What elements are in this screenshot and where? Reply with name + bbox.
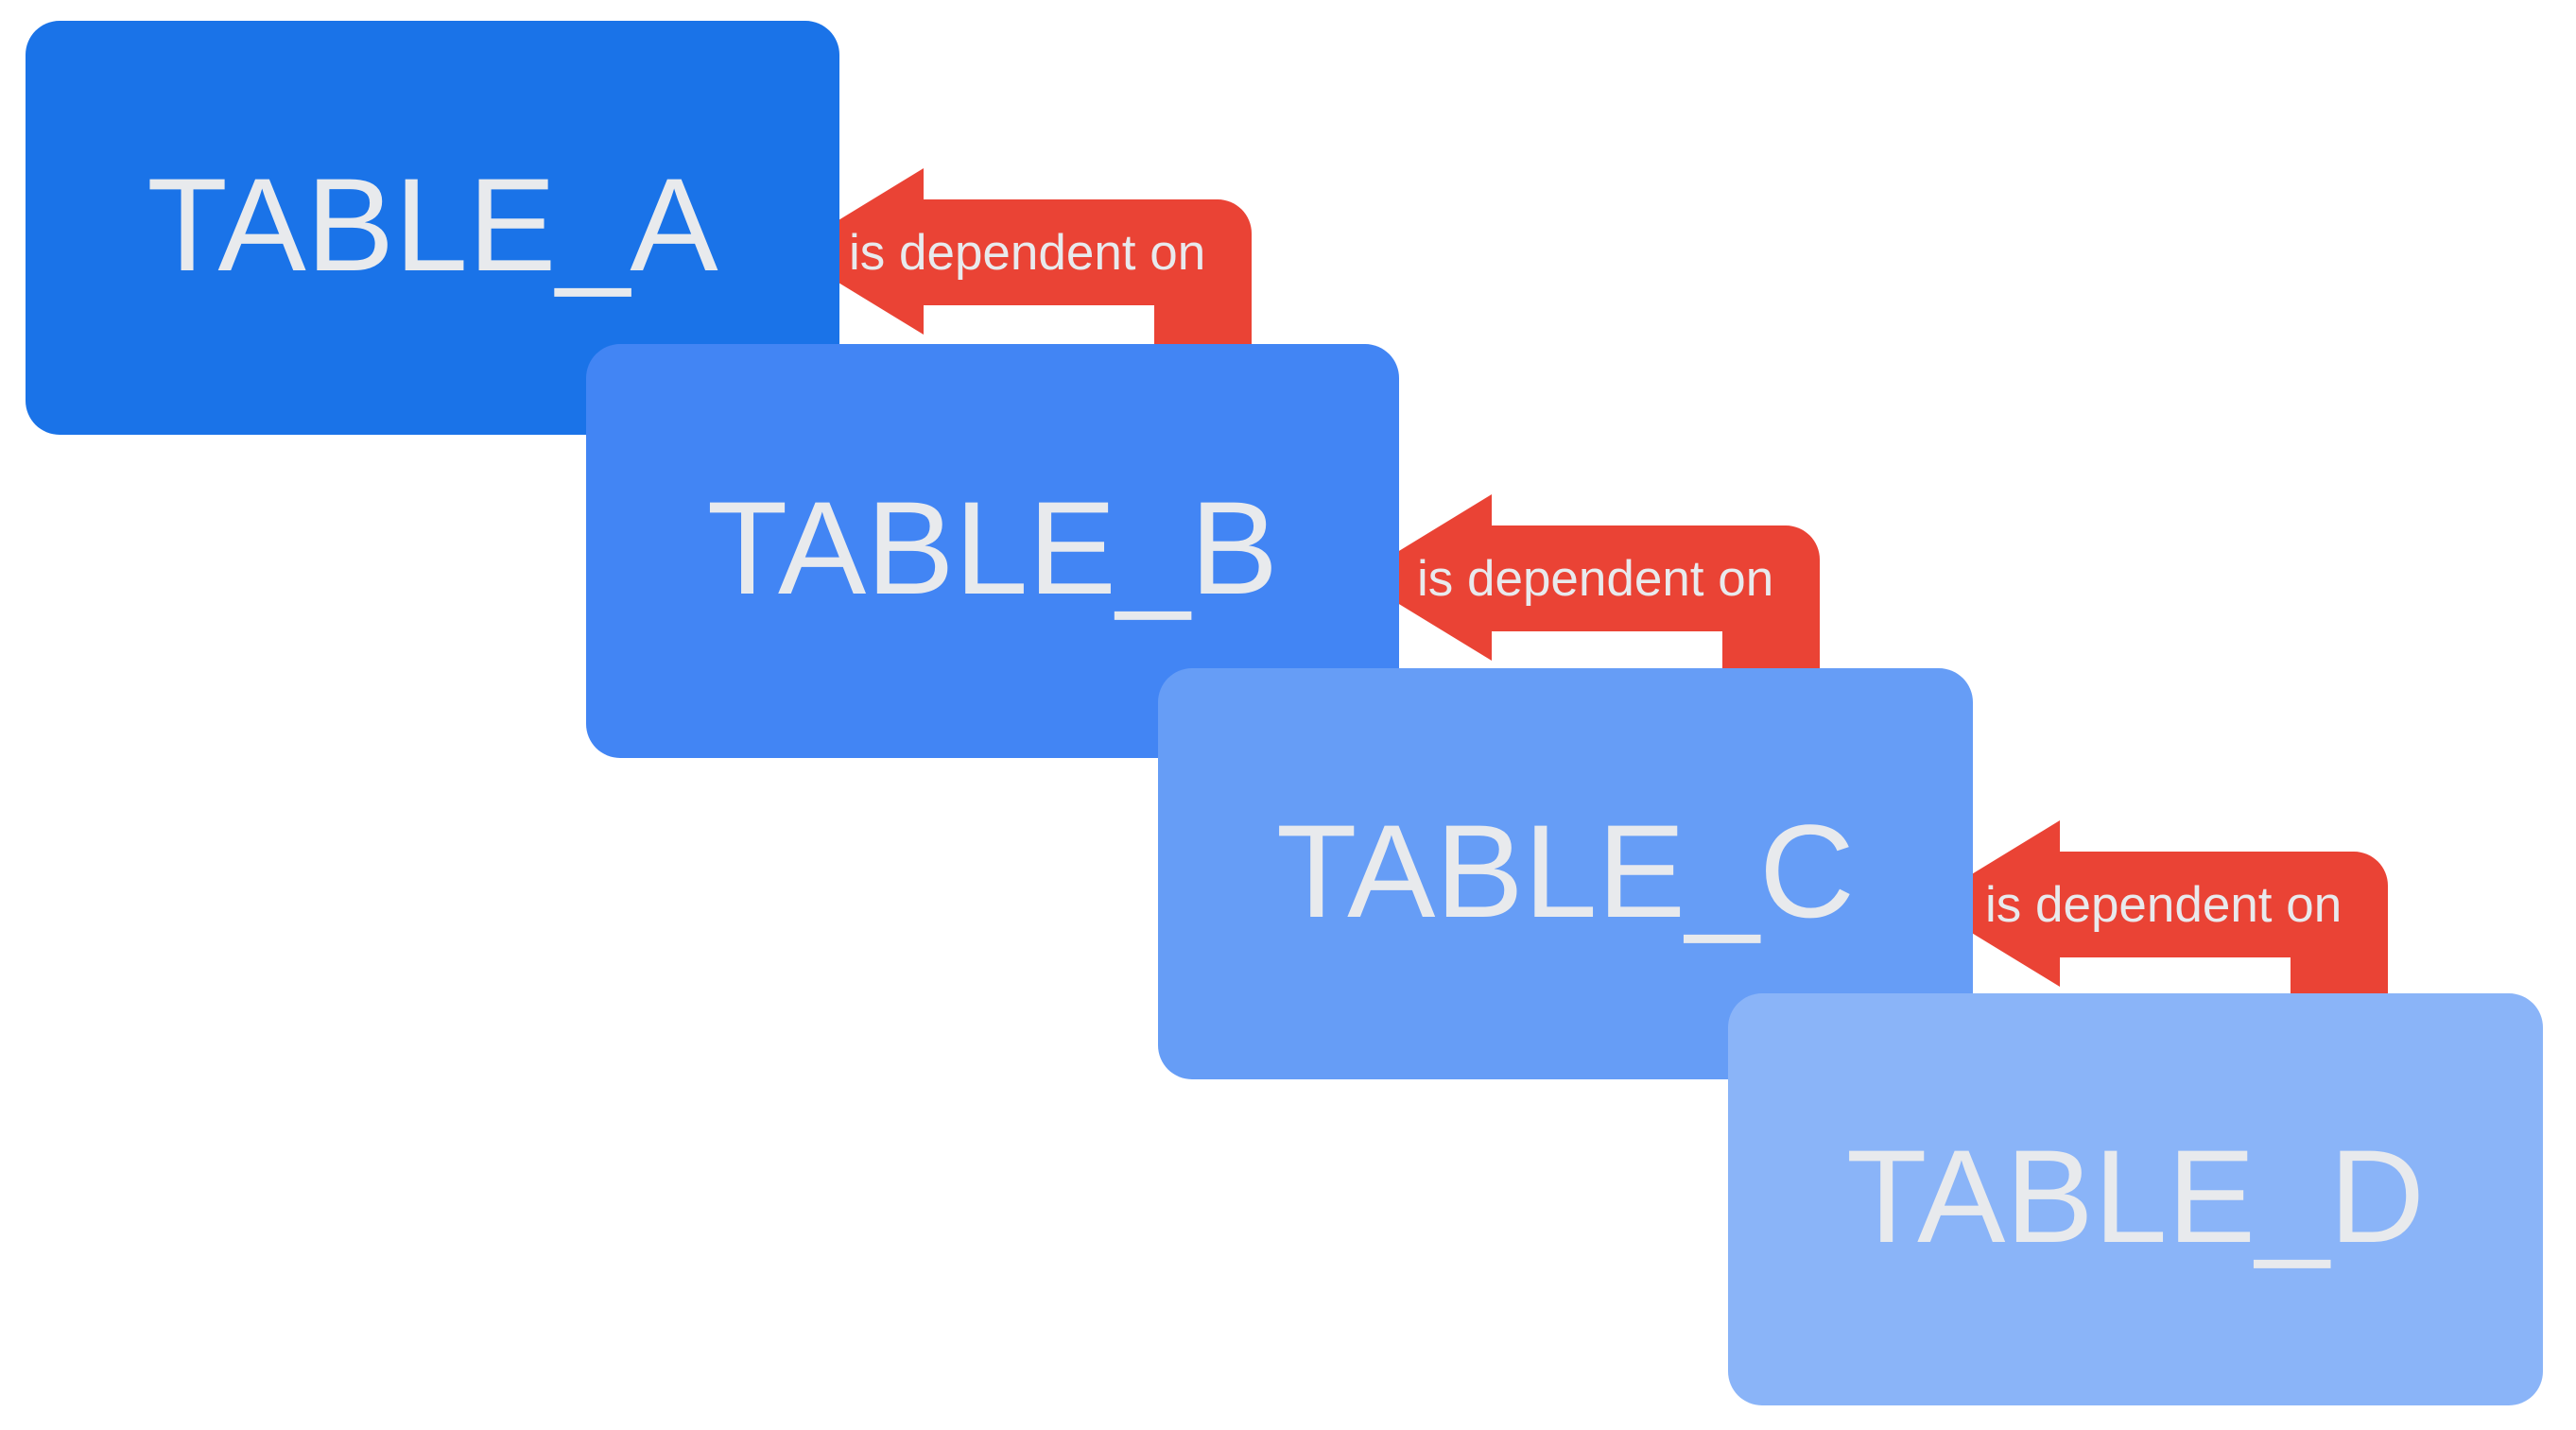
node-table-c-label: TABLE_C: [1275, 796, 1856, 945]
node-table-d[interactable]: TABLE_D: [1728, 993, 2543, 1405]
node-table-a[interactable]: TABLE_A: [26, 21, 839, 435]
node-table-b-label: TABLE_B: [706, 474, 1279, 622]
node-table-d-label: TABLE_D: [1845, 1122, 2426, 1270]
edge-a-b-label: is dependent on: [849, 225, 1206, 281]
node-table-a-label: TABLE_A: [147, 150, 718, 299]
edge-c-d-label: is dependent on: [1985, 877, 2343, 933]
edge-b-c-label: is dependent on: [1417, 551, 1774, 607]
